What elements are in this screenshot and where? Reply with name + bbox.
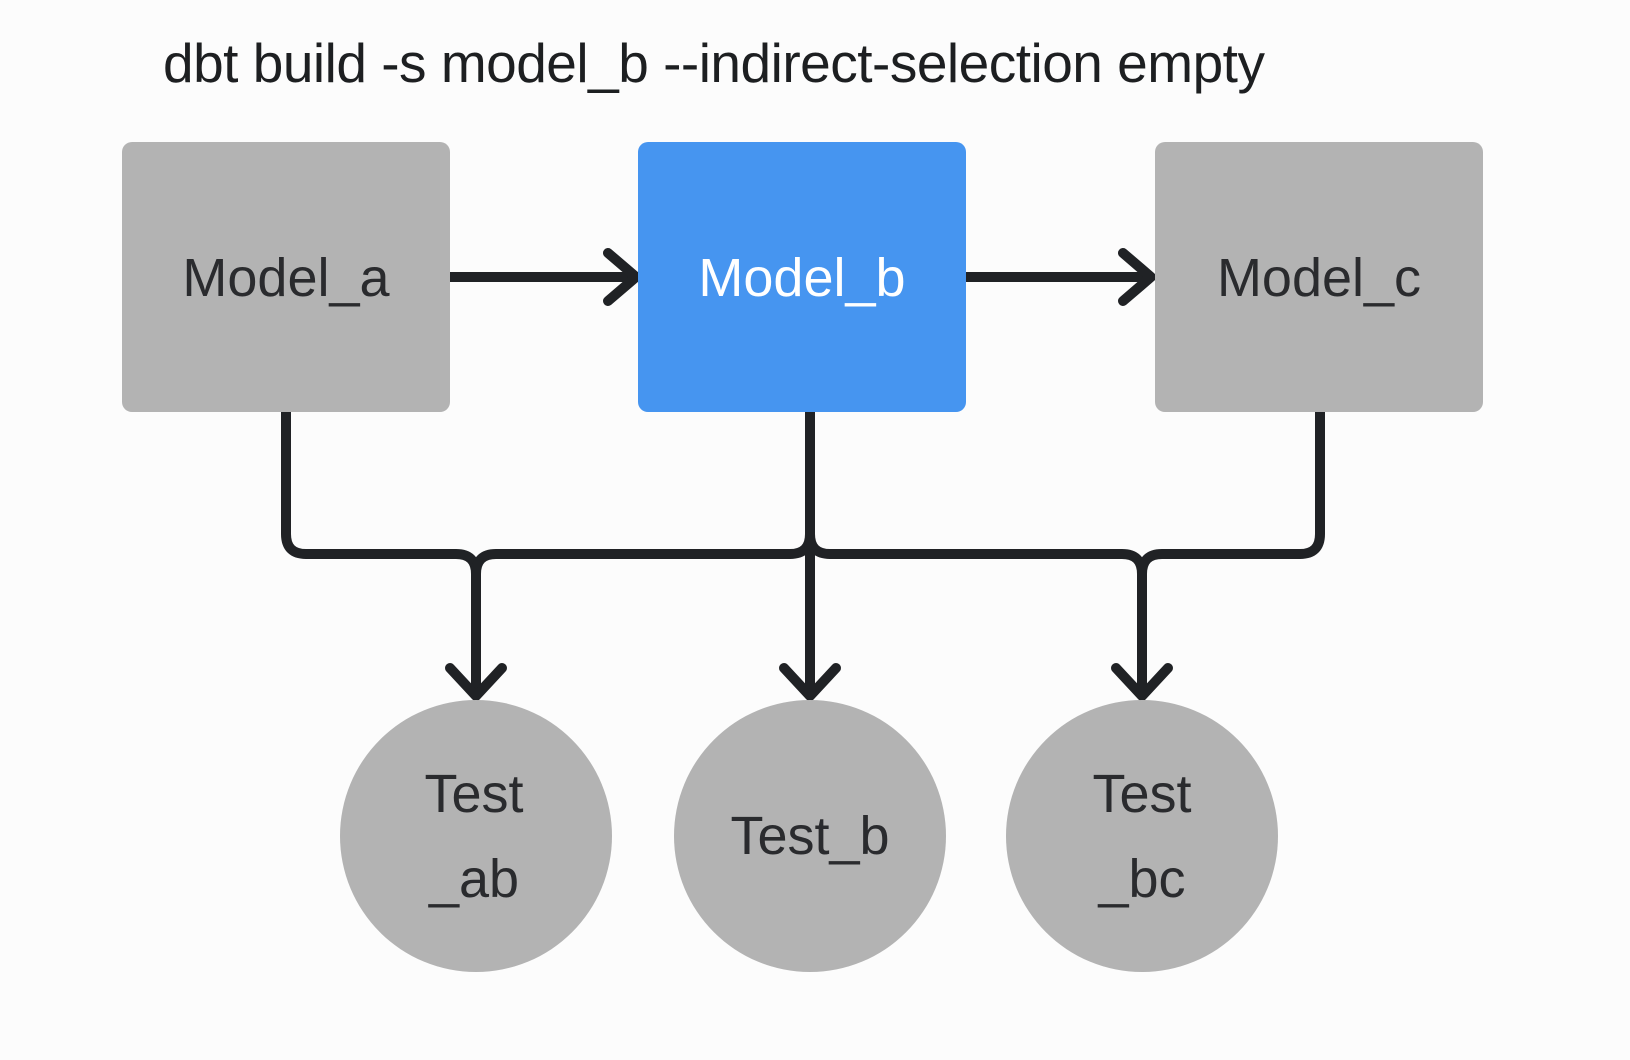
- model-a-label: Model_a: [182, 248, 390, 308]
- edge-model-c-to-test-bc: [1137, 407, 1325, 697]
- test-bc-label-line2: _bc: [1097, 849, 1185, 909]
- test-node-bc: Test _bc: [1006, 700, 1278, 972]
- model-c-label: Model_c: [1217, 248, 1421, 308]
- test-node-b: Test_b: [674, 700, 946, 972]
- model-b-label: Model_b: [698, 248, 905, 308]
- model-c-box: [1155, 142, 1483, 412]
- edge-model-a-to-test-ab: [281, 407, 481, 697]
- arrowhead-down-test-ab-icon: [445, 663, 507, 701]
- arrowhead-down-test-bc-icon: [1111, 663, 1173, 701]
- arrowhead-down-test-b-icon: [779, 663, 841, 701]
- model-node-b-selected: Model_b: [638, 142, 966, 412]
- test-ab-circle: [340, 700, 612, 972]
- test-bc-circle: [1006, 700, 1278, 972]
- test-b-circle: [674, 700, 946, 972]
- model-a-box: [122, 142, 450, 412]
- test-ab-label-line1: Test: [424, 764, 523, 824]
- edge-model-b-to-test-bc: [805, 407, 1147, 697]
- test-bc-label-line1: Test: [1092, 764, 1191, 824]
- model-node-a: Model_a: [122, 142, 450, 412]
- test-ab-label-line2: _ab: [428, 849, 519, 909]
- arrowhead-right-model-b-icon: [603, 248, 641, 306]
- model-edge-lines: [445, 248, 1156, 306]
- test-b-label: Test_b: [730, 806, 889, 866]
- diagram-title: dbt build -s model_b --indirect-selectio…: [163, 32, 1265, 94]
- arrowhead-right-model-c-icon: [1118, 248, 1156, 306]
- test-node-ab: Test _ab: [340, 700, 612, 972]
- model-node-c: Model_c: [1155, 142, 1483, 412]
- edge-model-b-to-test-ab: [471, 407, 815, 697]
- test-edge-lines: [281, 407, 1325, 701]
- model-b-box: [638, 142, 966, 412]
